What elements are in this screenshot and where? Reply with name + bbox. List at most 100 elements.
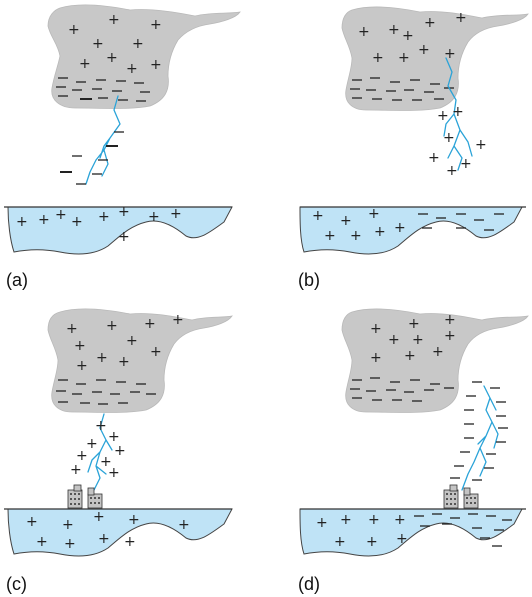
positive-charges-cloud-d: +++ +++ +++	[370, 312, 456, 366]
svg-text:+: +	[432, 344, 444, 360]
positive-charges-ground-d: ++++ +++	[316, 512, 408, 550]
svg-text:+: +	[404, 348, 416, 364]
svg-text:+: +	[428, 150, 440, 166]
cloud-b	[341, 6, 529, 111]
svg-text:+: +	[324, 228, 336, 244]
svg-text:+: +	[114, 443, 126, 459]
panel-label-c: (c)	[6, 574, 27, 594]
svg-text:+: +	[98, 531, 110, 547]
svg-text:+: +	[108, 465, 120, 481]
svg-text:+: +	[424, 15, 436, 31]
svg-text:+: +	[26, 514, 38, 530]
svg-text:+: +	[144, 316, 156, 332]
negative-charges-cloud-d	[350, 377, 454, 402]
cloud-a	[47, 4, 241, 109]
svg-text:+: +	[444, 46, 456, 62]
svg-text:+: +	[70, 462, 82, 478]
svg-text:+: +	[92, 36, 104, 52]
svg-text:+: +	[126, 333, 138, 349]
leader-a	[85, 95, 121, 185]
svg-text:+: +	[446, 163, 458, 179]
channel-charges-d	[450, 381, 508, 481]
svg-text:+: +	[132, 36, 144, 52]
svg-text:+: +	[106, 50, 118, 66]
svg-text:+: +	[64, 536, 76, 552]
panel-label-a: (a)	[6, 270, 28, 290]
streamer-c	[87, 413, 113, 491]
building-c	[67, 484, 103, 509]
negative-charges-cloud-b	[350, 77, 454, 101]
svg-text:+: +	[74, 338, 86, 354]
svg-text:+: +	[350, 228, 362, 244]
negative-charges-ground-d	[414, 513, 512, 547]
svg-text:+: +	[455, 10, 467, 26]
svg-text:+: +	[170, 206, 182, 222]
cloud-d	[341, 308, 529, 413]
cloud-c	[47, 308, 233, 413]
svg-text:+: +	[76, 358, 88, 374]
panel-label-d: (d)	[298, 574, 320, 594]
svg-text:+: +	[412, 332, 424, 348]
svg-text:+: +	[444, 328, 456, 344]
svg-text:+: +	[368, 206, 380, 222]
svg-text:+: +	[118, 354, 130, 370]
svg-text:+: +	[96, 350, 108, 366]
svg-text:+: +	[398, 50, 410, 66]
leader-b	[443, 57, 473, 171]
svg-text:+: +	[374, 224, 386, 240]
lightning-channel-d	[461, 385, 499, 491]
svg-text:+: +	[312, 208, 324, 224]
svg-text:+: +	[108, 12, 120, 28]
svg-text:+: +	[372, 50, 384, 66]
negative-charges-cloud-c	[56, 379, 156, 405]
water-c	[7, 508, 233, 557]
svg-text:+: +	[475, 137, 487, 153]
negative-charges-cloud-a	[56, 77, 150, 102]
positive-charges-cloud-c: ++++ ++++ ++	[66, 312, 184, 374]
svg-text:+: +	[108, 429, 120, 445]
svg-text:+: +	[443, 130, 455, 146]
svg-text:+: +	[394, 220, 406, 236]
negative-charges-ground-b	[418, 213, 504, 231]
leader-charges-b: ++ ++ +++	[428, 104, 487, 179]
svg-text:+: +	[71, 214, 83, 230]
svg-text:+: +	[316, 515, 328, 531]
svg-text:+: +	[172, 312, 184, 328]
svg-text:+: +	[55, 207, 67, 223]
positive-charges-cloud-a: +++ ++ ++++	[68, 12, 162, 77]
svg-text:+: +	[100, 454, 112, 470]
svg-text:+: +	[93, 509, 105, 525]
svg-text:+: +	[68, 22, 80, 38]
svg-text:+: +	[150, 57, 162, 73]
svg-text:+: +	[76, 448, 88, 464]
svg-text:+: +	[38, 212, 50, 228]
water-b	[299, 206, 523, 255]
svg-text:+: +	[62, 517, 74, 533]
building-d	[443, 484, 479, 509]
positive-charges-ground-a: +++ +++ +++	[16, 204, 182, 245]
svg-text:+: +	[408, 316, 420, 332]
leader-charges-a	[60, 131, 124, 185]
svg-text:+: +	[437, 108, 449, 124]
svg-text:+: +	[340, 213, 352, 229]
svg-text:+: +	[126, 61, 138, 77]
svg-text:+: +	[418, 42, 430, 58]
svg-text:+: +	[366, 534, 378, 550]
svg-text:+: +	[98, 209, 110, 225]
panel-label-b: (b)	[298, 270, 320, 290]
svg-text:+: +	[95, 418, 107, 434]
svg-text:+: +	[118, 229, 130, 245]
svg-text:+: +	[66, 321, 78, 337]
svg-text:+: +	[444, 312, 456, 328]
svg-text:+: +	[106, 318, 118, 334]
positive-charges-ground-c: +++ ++ ++++	[26, 509, 190, 552]
svg-text:+: +	[368, 512, 380, 528]
svg-text:+: +	[396, 531, 408, 547]
svg-text:+: +	[150, 344, 162, 360]
svg-text:+: +	[79, 56, 91, 72]
